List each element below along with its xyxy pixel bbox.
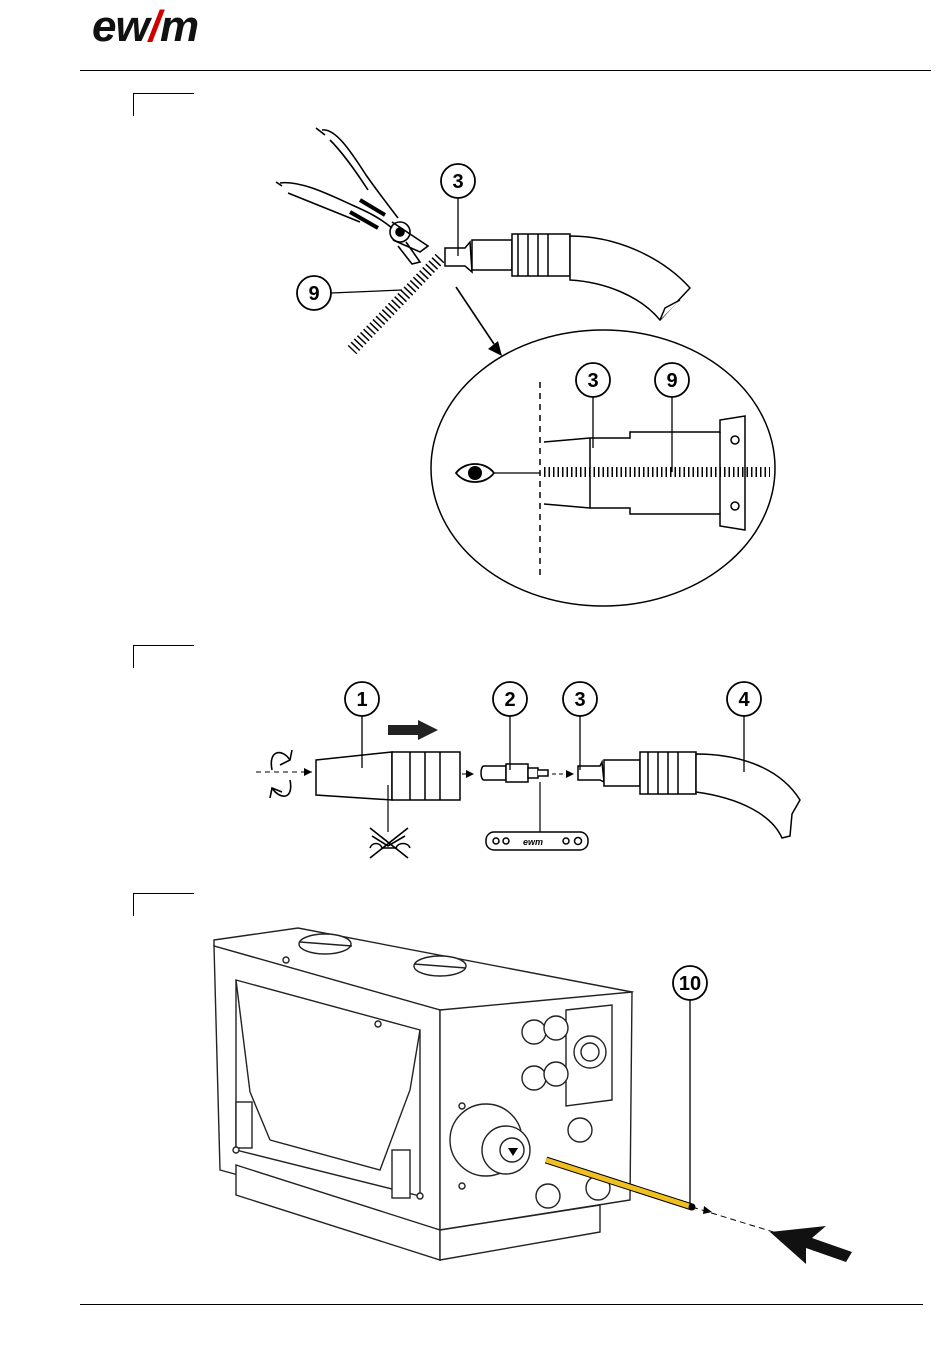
callout-10: 10 (673, 966, 707, 1205)
footer-rule (80, 1304, 923, 1305)
wire-feeder-unit-icon (214, 928, 632, 1260)
svg-text:10: 10 (679, 973, 701, 995)
insert-arrow-icon (770, 1226, 852, 1264)
